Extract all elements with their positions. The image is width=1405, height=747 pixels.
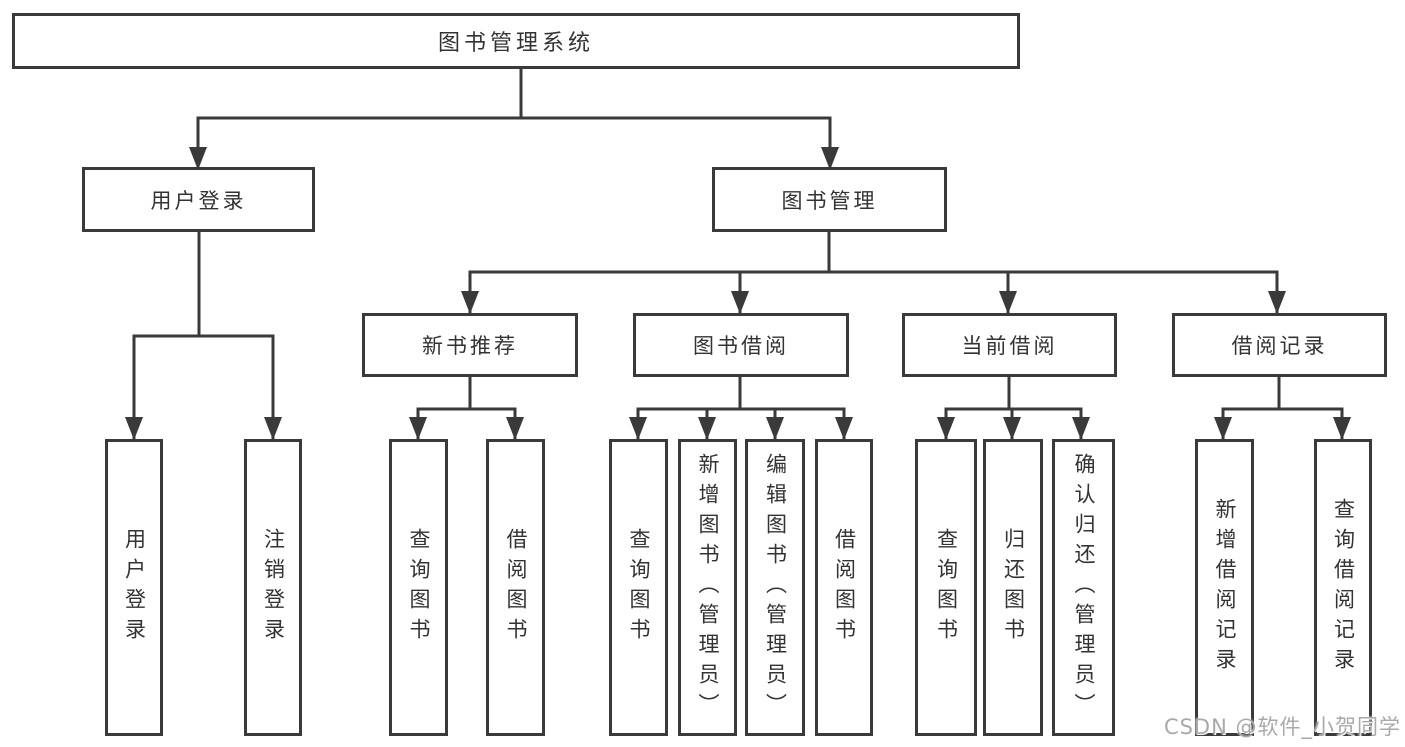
node-label: 借阅记录: [1231, 334, 1328, 358]
leaf-add-book-admin: 新增图书（管理员）: [678, 439, 737, 736]
arrowhead: [698, 417, 716, 440]
leaf-query-books-current: 查询图书: [915, 439, 977, 736]
connector-root-to-level2: [189, 67, 839, 171]
leaf-query-books-borrow: 查询图书: [609, 439, 668, 736]
leaf-label: 新增借阅记录: [1213, 497, 1237, 678]
connector-book-borrow-to-leaves: [629, 374, 853, 441]
leaf-query-books-recommend: 查询图书: [389, 439, 448, 736]
node-label: 用户登录: [150, 188, 247, 213]
node-current-borrow: 当前借阅: [902, 313, 1117, 377]
leaf-label: 查询借阅记录: [1331, 497, 1356, 678]
connector-current-borrow-to-leaves: [937, 374, 1090, 441]
leaf-label: 查询图书: [934, 527, 959, 648]
arrowhead: [1214, 417, 1232, 440]
leaf-label: 用户登录: [122, 527, 147, 648]
node-label: 图书借阅: [693, 334, 789, 358]
leaf-label: 查询图书: [407, 527, 431, 648]
leaf-label: 新增图书（管理员）: [696, 452, 720, 723]
node-borrow-records: 借阅记录: [1172, 313, 1387, 377]
node-label: 当前借阅: [961, 334, 1058, 358]
node-new-book-recommend: 新书推荐: [362, 313, 578, 377]
arrowhead: [1072, 417, 1090, 440]
arrowhead: [731, 291, 749, 314]
arrowhead: [409, 417, 427, 440]
node-user-login: 用户登录: [82, 167, 315, 232]
leaf-user-login: 用户登录: [105, 439, 163, 736]
connector-user-login-to-leaves: [125, 230, 282, 441]
leaf-label: 归还图书: [1001, 527, 1026, 648]
arrowhead: [264, 417, 282, 440]
leaf-label: 借阅图书: [832, 527, 857, 648]
leaf-confirm-return-admin: 确认归还（管理员）: [1052, 439, 1115, 736]
node-library-management-system: 图书管理系统: [12, 13, 1020, 69]
leaf-label: 借阅图书: [504, 527, 528, 648]
node-label: 新书推荐: [422, 334, 518, 358]
connector-borrow-records-to-leaves: [1214, 374, 1351, 441]
leaf-label: 编辑图书（管理员）: [763, 452, 788, 723]
csdn-watermark: CSDN @软件_小贺同学: [1163, 715, 1401, 739]
leaf-query-borrow-record: 查询借阅记录: [1314, 439, 1372, 736]
leaf-return-book: 归还图书: [983, 439, 1043, 736]
leaf-borrow-books-recommend: 借阅图书: [486, 439, 545, 736]
arrowhead: [835, 417, 853, 440]
leaf-edit-book-admin: 编辑图书（管理员）: [745, 439, 805, 736]
arrowhead: [821, 147, 839, 170]
node-book-management: 图书管理: [712, 167, 947, 232]
node-label: 图书管理: [781, 188, 878, 213]
leaf-label: 注销登录: [261, 527, 286, 648]
connector-new-book-recommend-to-leaves: [409, 374, 524, 441]
leaf-label: 确认归还（管理员）: [1072, 452, 1096, 723]
arrowhead: [125, 417, 143, 440]
node-book-borrow: 图书借阅: [633, 313, 849, 377]
leaf-logout: 注销登录: [244, 439, 302, 736]
leaf-add-borrow-record: 新增借阅记录: [1195, 439, 1254, 736]
arrowhead: [766, 417, 784, 440]
node-label: 图书管理系统: [437, 31, 594, 56]
arrowhead: [629, 417, 647, 440]
connector-book-management-to-level3: [461, 230, 1286, 315]
arrowhead: [461, 291, 479, 314]
arrowhead: [506, 417, 524, 440]
arrowhead: [189, 147, 207, 170]
arrowhead: [999, 291, 1017, 314]
arrowhead: [1333, 417, 1351, 440]
arrowhead: [937, 417, 955, 440]
arrowhead: [1003, 417, 1021, 440]
arrowhead: [1268, 291, 1286, 314]
leaf-label: 查询图书: [627, 527, 651, 648]
leaf-borrow-books: 借阅图书: [815, 439, 873, 736]
